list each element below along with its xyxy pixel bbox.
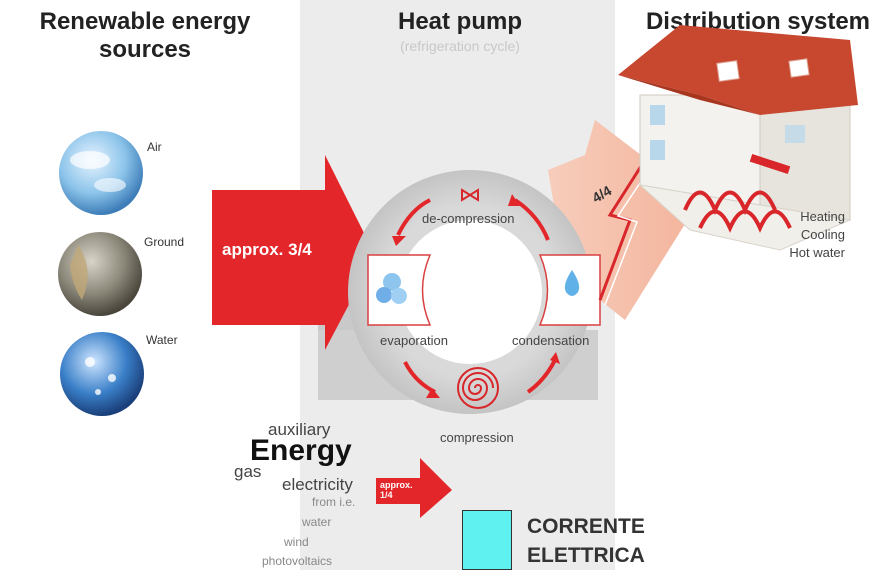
legend-swatch xyxy=(462,510,512,570)
condensation-drop-icon xyxy=(564,270,580,296)
auxiliary-energy-arrow xyxy=(376,458,452,518)
heat-pump-subheader: (refrigeration cycle) xyxy=(400,38,520,54)
input-energy-arrow xyxy=(212,155,375,350)
stage-condensation: condensation xyxy=(512,333,590,348)
house-window-2 xyxy=(650,140,665,160)
house-window-1 xyxy=(650,105,665,125)
sources-header: Renewable energy sources xyxy=(10,8,280,64)
stage-compression: compression xyxy=(440,430,514,445)
aux-from: from i.e. xyxy=(312,495,356,509)
output-cooling: Cooling xyxy=(800,227,845,242)
aux-gas: gas xyxy=(234,462,262,481)
legend-line2: ELETTRICA xyxy=(527,544,645,567)
approx-aux-label: approx. 1/4 xyxy=(380,480,413,500)
aux-wind: wind xyxy=(284,535,309,549)
floor-heating-coil-2 xyxy=(698,209,792,233)
radiator xyxy=(749,154,791,174)
ground-globe-icon xyxy=(58,232,142,316)
floor-heating-coil-1 xyxy=(683,190,777,216)
legend-line1: CORRENTE xyxy=(527,515,645,538)
water-globe-icon xyxy=(60,332,144,416)
outputs-list: Heating Cooling Hot water xyxy=(760,208,845,262)
source-label-air: Air xyxy=(147,140,162,154)
sources-header-line1: Renewable energy xyxy=(39,8,251,35)
roof-window-2 xyxy=(788,58,810,78)
house-wall-side xyxy=(759,94,851,221)
sources-header-line2: sources xyxy=(98,36,192,63)
approx-aux-line2: 1/4 xyxy=(380,490,393,500)
aux-electricity: electricity xyxy=(282,475,353,494)
approx-input-label: approx. 3/4 xyxy=(222,240,312,259)
aux-photovoltaics: photovoltaics xyxy=(262,554,333,568)
output-heating: Heating xyxy=(800,209,845,224)
stage-decompression: de-compression xyxy=(422,211,515,226)
approx-aux-line1: approx. xyxy=(380,480,413,490)
heat-pump-header: Heat pump xyxy=(397,8,522,35)
aux-water: water xyxy=(302,515,332,529)
source-label-ground: Ground xyxy=(144,235,185,249)
aux-energy: Energy xyxy=(250,434,352,467)
arrow-to-condensation xyxy=(526,359,557,394)
air-globe-icon xyxy=(59,131,143,215)
output-hot-water: Hot water xyxy=(789,245,845,260)
cycle-ring-inner xyxy=(398,220,542,364)
compressor-spiral-icon xyxy=(457,367,499,409)
source-label-water: Water xyxy=(146,333,178,347)
arrow-to-decompression xyxy=(513,198,550,241)
house-illustration xyxy=(618,25,858,251)
house-window-3 xyxy=(785,125,805,143)
roof-window-1 xyxy=(716,60,740,82)
evaporation-drops-icon xyxy=(383,273,401,291)
arrow-to-evaporation xyxy=(396,198,431,236)
legend-label: CORRENTE ELETTRICA xyxy=(527,512,645,570)
expansion-valve-icon xyxy=(461,188,479,202)
stage-evaporation: evaporation xyxy=(380,333,448,348)
aux-auxiliary: auxiliary xyxy=(268,420,331,439)
